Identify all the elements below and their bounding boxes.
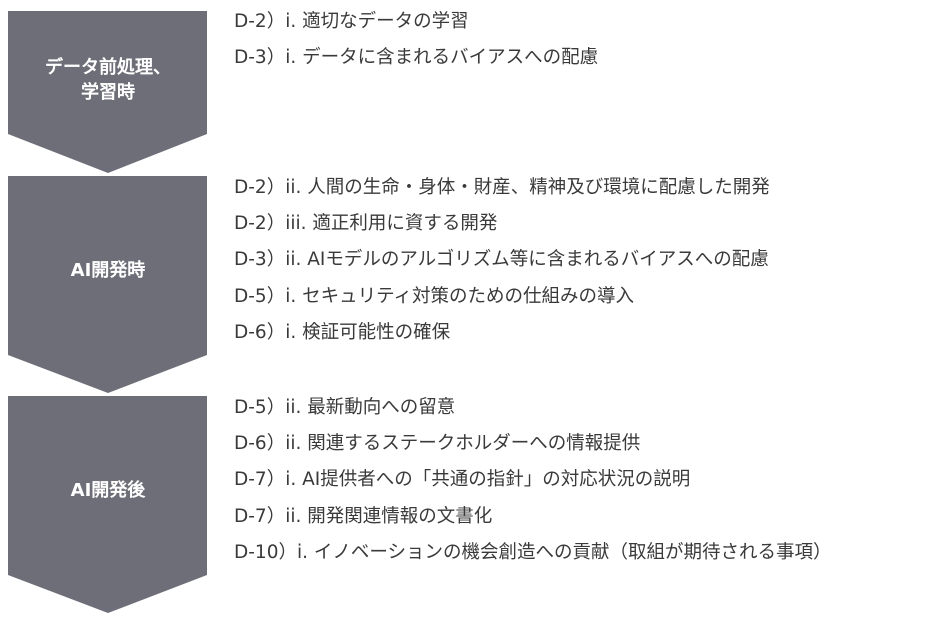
list-item: D-7）i. AI提供者への「共通の指針」の対応状況の説明 [234, 469, 691, 490]
list-item: D-3）ii. AIモデルのアルゴリズム等に含まれるバイアスへの配慮 [234, 249, 769, 270]
list-item: D-6）i. 検証可能性の確保 [234, 322, 451, 343]
stage-arrow-preprocessing [8, 11, 207, 173]
stage-label-post-development: AI開発後 [8, 478, 208, 503]
stage-arrow-post-development [8, 396, 207, 613]
stage-label-preprocessing: データ前処理、 学習時 [8, 55, 208, 105]
stage-label-development: AI開発時 [8, 258, 208, 283]
list-item: D-2）ii. 人間の生命・身体・財産、精神及び環境に配慮した開発 [234, 177, 770, 198]
list-item: D-5）ii. 最新動向への留意 [234, 397, 456, 418]
stage-arrow-development [8, 176, 207, 393]
stage-label-line: 学習時 [81, 82, 135, 103]
list-item: D-3）i. データに含まれるバイアスへの配慮 [234, 47, 599, 68]
stage-label-line: AI開発後 [70, 480, 146, 501]
list-item: D-5）i. セキュリティ対策のための仕組みの導入 [234, 286, 634, 307]
list-item: D-2）i. 適切なデータの学習 [234, 11, 469, 32]
stage-label-line: AI開発時 [70, 260, 146, 281]
list-item: D-10）i. イノベーションの機会創造への貢献（取組が期待される事項） [234, 542, 832, 563]
stage-label-line: データ前処理、 [45, 57, 171, 78]
list-item: D-6）ii. 関連するステークホルダーへの情報提供 [234, 433, 641, 454]
list-item: D-7）ii. 開発関連情報の文書化 [234, 506, 493, 527]
list-item: D-2）iii. 適正利用に資する開発 [234, 213, 498, 234]
